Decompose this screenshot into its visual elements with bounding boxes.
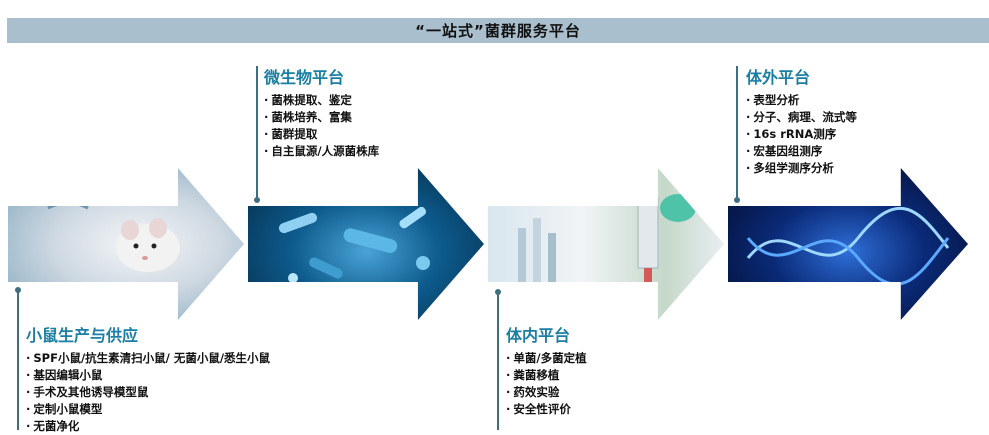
platform-title: “一站式”菌群服务平台 (415, 22, 581, 40)
microbe-section-connector (256, 66, 258, 201)
list-item: 无菌净化 (26, 418, 270, 435)
platform-title-banner: “一站式”菌群服务平台 (7, 18, 989, 43)
list-item: 16s rRNA测序 (746, 126, 857, 143)
mouse-section-connector (17, 290, 19, 430)
section-title: 微生物平台 (264, 68, 345, 87)
section-title: 小鼠生产与供应 (26, 326, 139, 345)
list-item: 菌株培养、富集 (264, 109, 379, 126)
in-vivo-section-connector (497, 292, 499, 430)
list-item: 自主鼠源/人源菌株库 (264, 143, 379, 160)
mouse-production-arrow-image (8, 168, 244, 320)
list-item: 宏基因组测序 (746, 143, 857, 160)
list-item: 单菌/多菌定植 (506, 350, 586, 367)
list-item: 表型分析 (746, 92, 857, 109)
section-title: 体内平台 (506, 326, 571, 345)
in-vitro-section-connector-dot (734, 197, 740, 203)
mouse-icon (47, 201, 180, 272)
mouse-section-connector-dot (15, 287, 21, 293)
list-item: 菌株提取、鉴定 (264, 92, 379, 109)
list-item: 药效实验 (506, 384, 587, 401)
microbe-section-connector-dot (254, 197, 260, 203)
in-vitro-section-connector (736, 66, 738, 201)
lab-pipette-icon (518, 194, 696, 293)
list-item: 多组学测序分析 (746, 160, 857, 177)
list-item: 手术及其他诱导模型鼠 (26, 384, 270, 401)
list-item: 分子、病理、流式等 (746, 109, 857, 126)
bacteria-icon (278, 206, 430, 283)
list-item: 安全性评价 (506, 401, 587, 418)
in-vivo-section-connector-dot (495, 289, 501, 295)
in-vitro-platform-arrow-image (728, 168, 968, 320)
list-item: 菌群提取 (264, 126, 379, 143)
list-item: 定制小鼠模型 (26, 401, 270, 418)
in-vivo-platform-arrow-image (488, 168, 724, 320)
microbe-platform-arrow-image (248, 168, 484, 320)
section-title: 体外平台 (746, 68, 811, 87)
list-item: SPF小鼠/抗生素清扫小鼠/ 无菌小鼠/悉生小鼠 (26, 350, 270, 367)
mouse-production-section: 小鼠生产与供应 SPF小鼠/抗生素清扫小鼠/ 无菌小鼠/悉生小鼠 基因编辑小鼠 … (26, 322, 270, 435)
in-vivo-platform-section: 体内平台 单菌/多菌定植 粪菌移植 药效实验 安全性评价 (506, 322, 587, 418)
dna-helix-icon (746, 206, 950, 286)
list-item: 基因编辑小鼠 (26, 367, 270, 384)
in-vitro-platform-section: 体外平台 表型分析 分子、病理、流式等 16s rRNA测序 宏基因组测序 多组… (746, 64, 857, 177)
list-item: 粪菌移植 (506, 367, 587, 384)
microbe-platform-section: 微生物平台 菌株提取、鉴定 菌株培养、富集 菌群提取 自主鼠源/人源菌株库 (264, 64, 379, 160)
